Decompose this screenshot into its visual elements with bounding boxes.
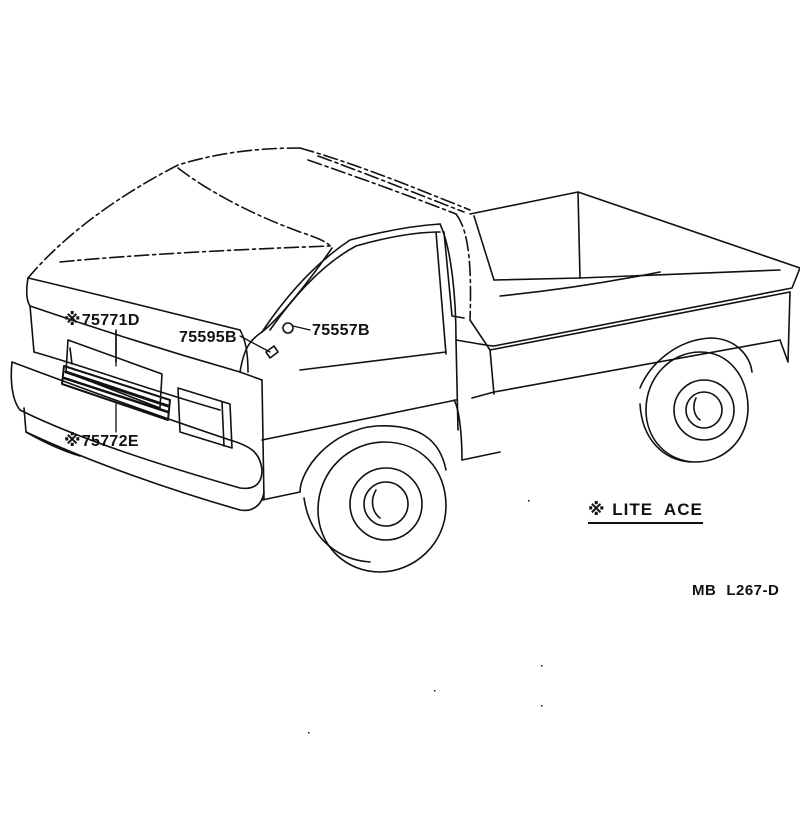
variant-marker: ※	[64, 310, 81, 329]
part-number: 75557B	[312, 322, 370, 339]
variant-name: LITE ACE	[612, 500, 703, 519]
variant-marker: ※	[588, 500, 606, 519]
leader-lines	[115, 325, 311, 433]
cab-door	[261, 223, 465, 501]
front-wheel	[299, 425, 447, 573]
variant-note: ※ LITE ACE	[588, 500, 703, 524]
reference-prefix: MB	[692, 582, 717, 599]
grille-molding	[61, 365, 171, 421]
part-label-75595B: 75595B	[179, 329, 237, 347]
reference-code: L267-D	[726, 582, 780, 599]
truck-front-body	[10, 247, 333, 512]
part-label-75771D: ※75771D	[64, 311, 140, 330]
cab-roof-outline	[27, 147, 472, 321]
part-label-75557B: 75557B	[312, 322, 370, 340]
windshield-pillar	[261, 223, 441, 359]
part-number: 75771D	[81, 312, 140, 329]
variant-marker: ※	[64, 431, 81, 450]
part-number: 75772E	[81, 433, 139, 450]
part-number: 75595B	[179, 329, 237, 346]
cargo-bed	[455, 191, 800, 461]
rear-wheel	[639, 337, 753, 463]
scan-specks	[308, 500, 543, 734]
diagram-reference-code: MB L267-D	[692, 582, 779, 599]
part-label-75772E: ※75772E	[64, 432, 139, 451]
